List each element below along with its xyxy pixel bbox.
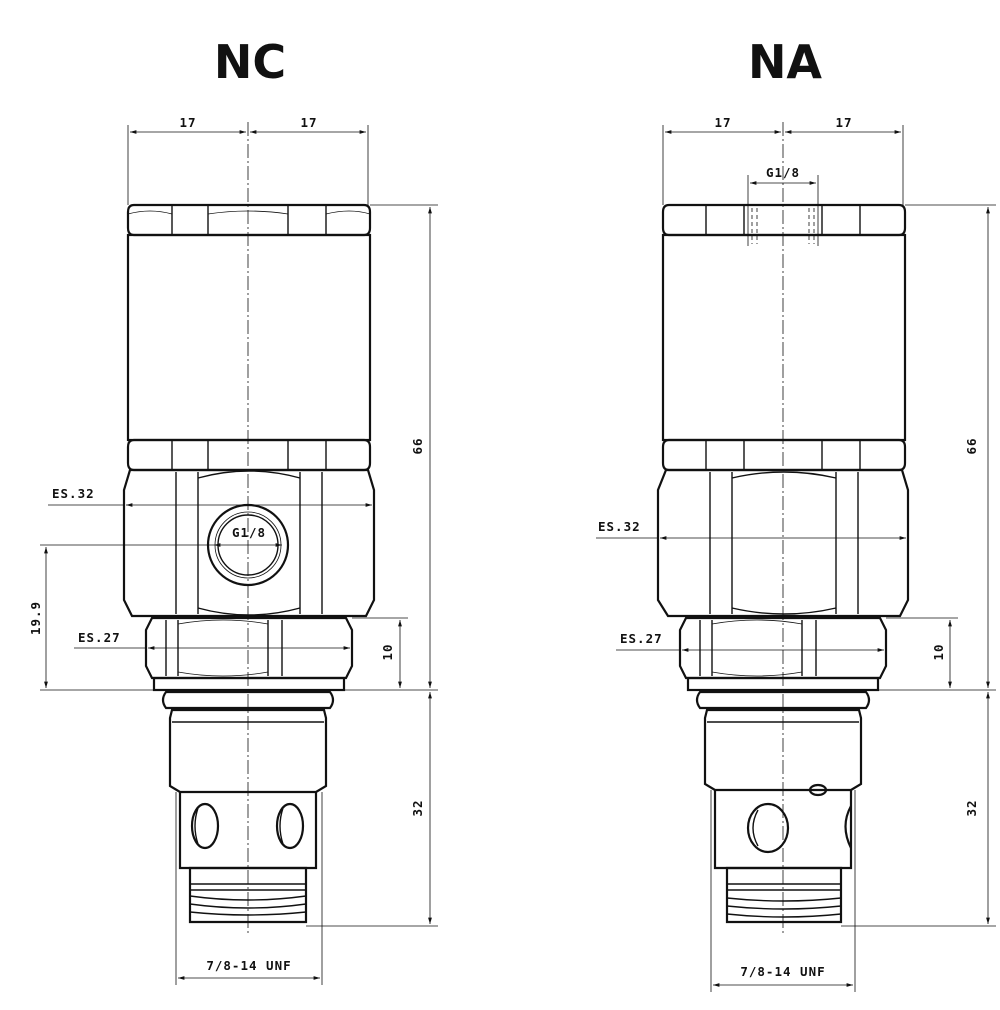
nc-66-label: 66 (410, 437, 425, 454)
na-thread-dimension: 7/8-14 UNF (710, 790, 856, 992)
nc-32-label: 32 (410, 799, 425, 816)
na-top-cap (661, 203, 907, 244)
na-side-port (746, 802, 790, 854)
nc-port-dimension: G1/8 (214, 525, 282, 547)
nc-dim-17-left: 17 (179, 115, 196, 130)
nc-dim-17-right: 17 (300, 115, 317, 130)
nc-thread-label: 7/8-14 UNF (206, 958, 291, 973)
na-width-dimension: 17 17 (662, 115, 904, 205)
na-es32-label: ES.32 (598, 519, 641, 534)
nc-width-dimension: 17 17 (127, 115, 369, 205)
nc-top-cap (126, 203, 372, 237)
na-coil-body (661, 233, 907, 442)
na-es32-dimension: ES.32 (596, 519, 906, 540)
na-10-dimension: 10 (886, 617, 958, 688)
na-bleed-hole (808, 783, 828, 797)
na-coil-nut (661, 438, 907, 472)
na-view: NA 17 17 G1/8 (596, 35, 996, 992)
na-32-dimension: 32 (841, 692, 996, 927)
na-dim-17-left: 17 (714, 115, 731, 130)
nc-19-9-label: 19.9 (28, 601, 43, 635)
nc-valve-body (122, 468, 376, 618)
na-66-dimension: 66 (878, 204, 996, 691)
nc-10-label: 10 (380, 643, 395, 660)
na-es27-dimension: ES.27 (616, 631, 884, 652)
nc-coil-nut (126, 438, 372, 472)
nc-washer (152, 676, 346, 692)
na-title: NA (748, 35, 822, 89)
na-hex-nut (678, 616, 888, 680)
nc-coil-body (126, 233, 372, 442)
na-cartridge (695, 690, 871, 924)
na-side-port-right (844, 805, 852, 849)
nc-cartridge (161, 690, 335, 924)
na-port-label: G1/8 (766, 165, 800, 180)
nc-19-9-dimension: 19.9 (28, 544, 214, 691)
nc-side-port-left (190, 802, 220, 850)
nc-view: NC 17 17 (28, 35, 438, 985)
na-thread-label: 7/8-14 UNF (740, 964, 825, 979)
nc-es27-dimension: ES.27 (74, 630, 350, 650)
nc-32-dimension: 32 (306, 692, 438, 927)
na-washer (686, 676, 880, 692)
nc-10-dimension: 10 (352, 617, 408, 688)
na-valve-body (656, 468, 910, 618)
nc-es32-dimension: ES.32 (48, 486, 372, 507)
nc-es32-label: ES.32 (52, 486, 95, 501)
na-10-label: 10 (931, 643, 946, 660)
nc-66-dimension: 66 (344, 204, 438, 691)
na-32-label: 32 (964, 799, 979, 816)
na-66-label: 66 (964, 437, 979, 454)
nc-thread-dimension: 7/8-14 UNF (175, 792, 323, 985)
na-es27-label: ES.27 (620, 631, 663, 646)
nc-es27-label: ES.27 (78, 630, 121, 645)
nc-side-port-right (275, 802, 305, 850)
na-dim-17-right: 17 (835, 115, 852, 130)
nc-title: NC (214, 35, 286, 89)
nc-port-label: G1/8 (232, 525, 266, 540)
